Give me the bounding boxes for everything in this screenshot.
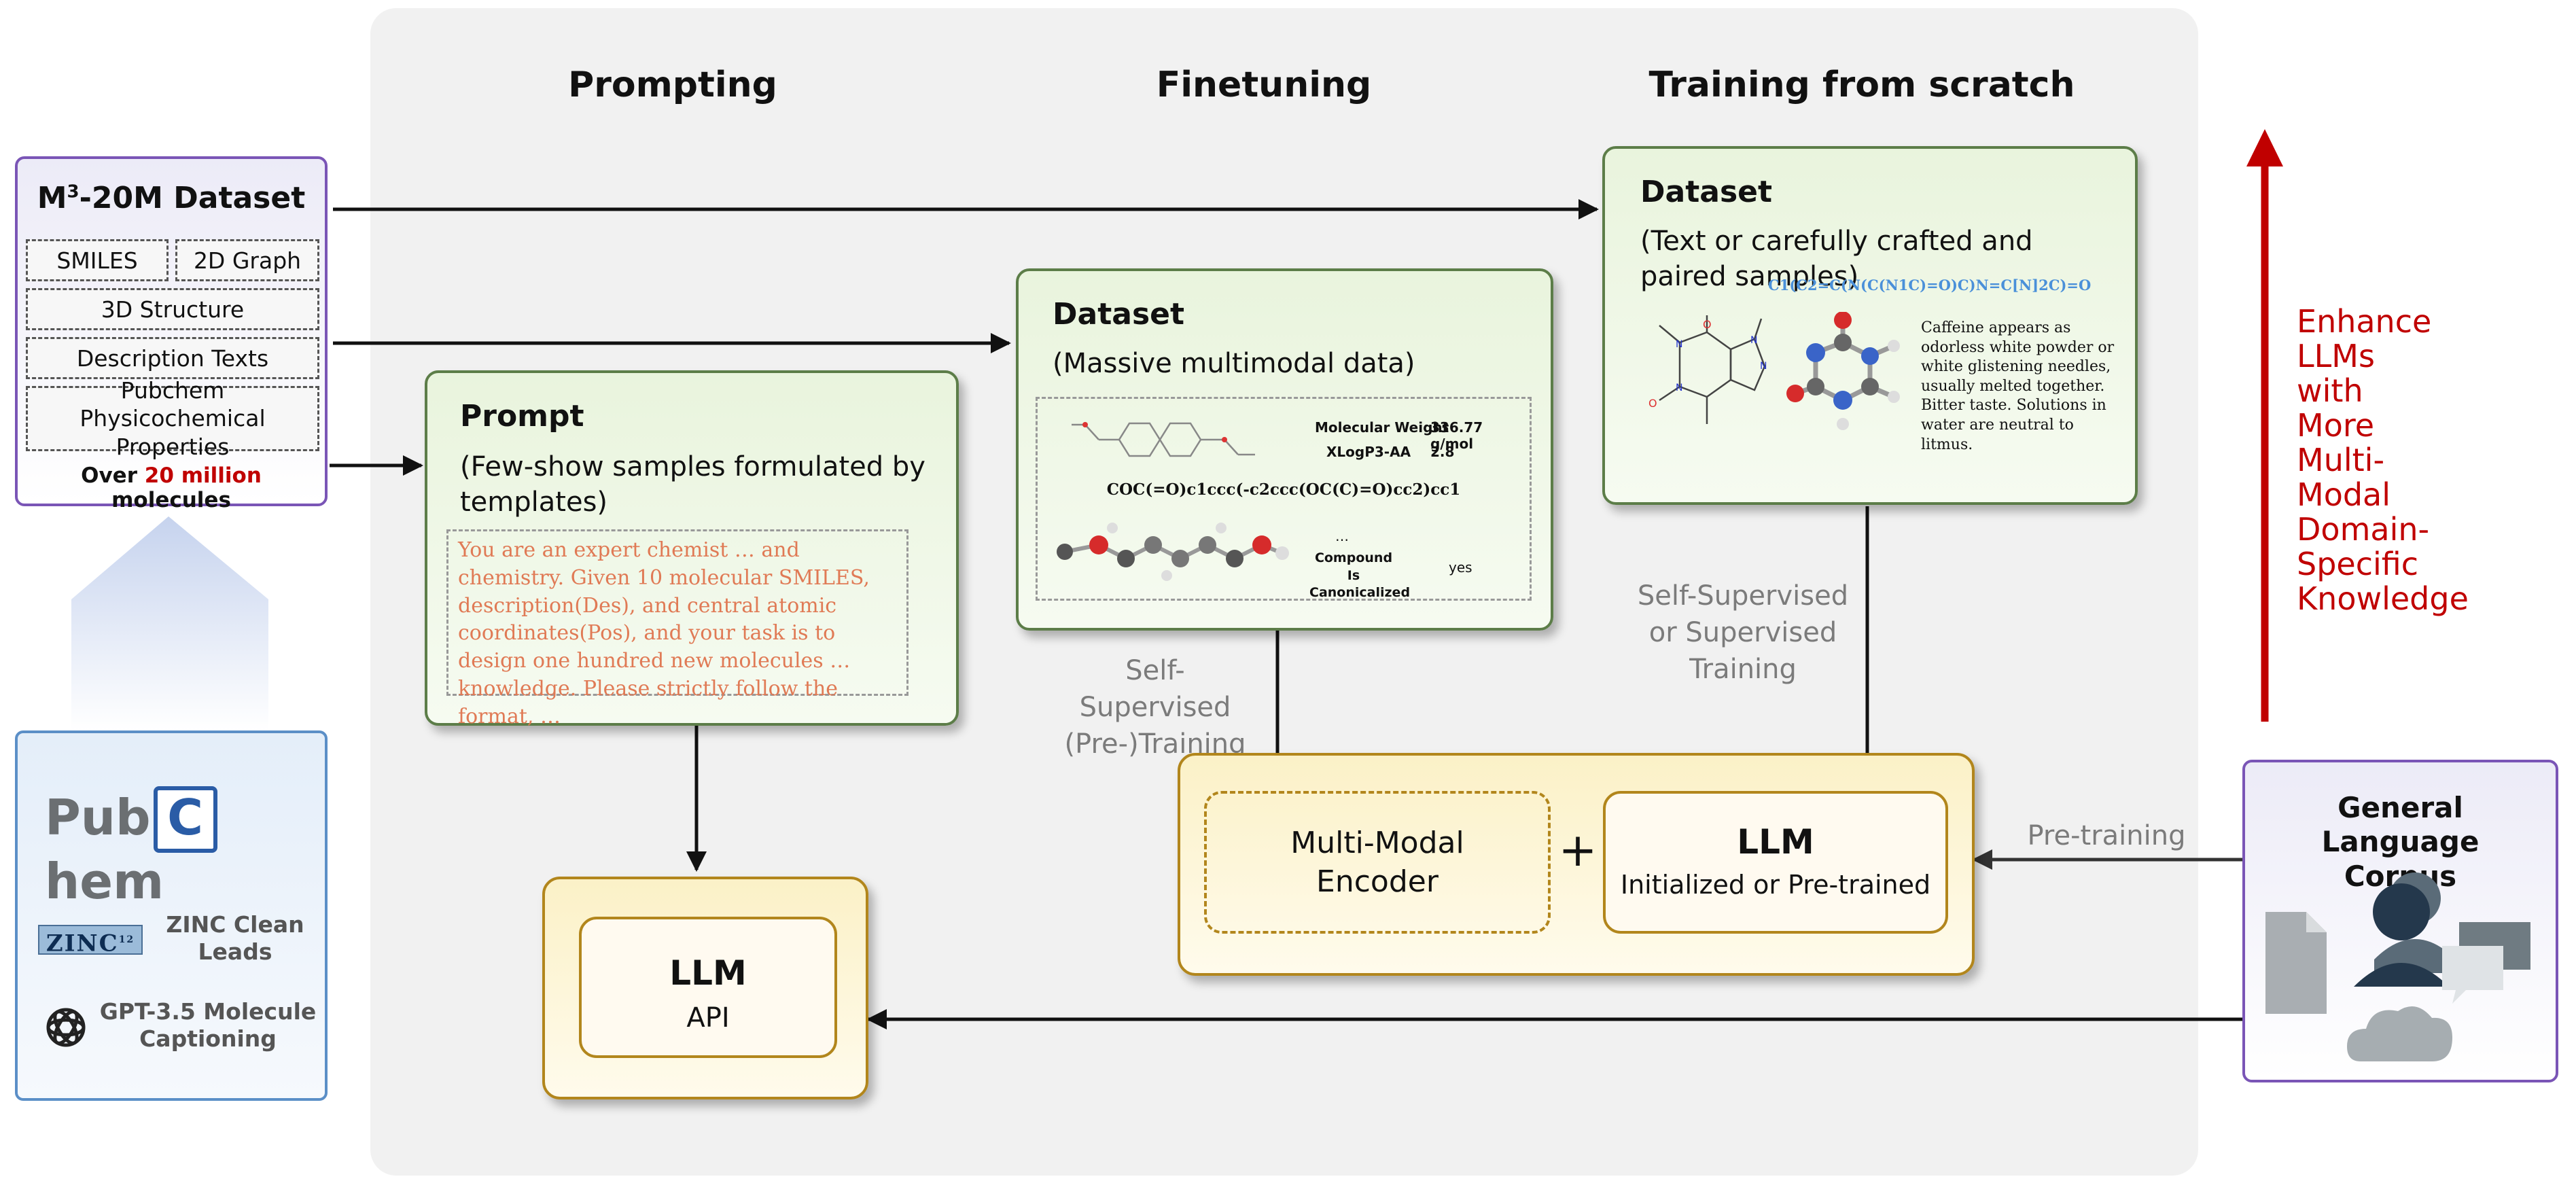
llm-initialized-box: LLM Initialized or Pre-trained bbox=[1603, 791, 1948, 934]
svg-text:N: N bbox=[1760, 361, 1767, 372]
m3-item-description-texts: Description Texts bbox=[26, 337, 319, 379]
svg-text:N: N bbox=[1676, 383, 1682, 393]
column-title-prompting: Prompting bbox=[568, 65, 777, 105]
openai-icon bbox=[46, 1008, 86, 1047]
person-icon bbox=[2373, 883, 2430, 940]
prompt-box: Prompt (Few-show samples formulated by t… bbox=[425, 370, 959, 728]
finetune-smiles-string: COC(=O)c1ccc(-c2ccc(OC(C)=O)cc2)cc1 bbox=[1106, 480, 1461, 499]
svg-text:N: N bbox=[1750, 335, 1757, 346]
cloud-icon bbox=[2347, 1006, 2452, 1061]
prop-value-xlogp3: 2.8 bbox=[1430, 444, 1455, 460]
multi-modal-encoder: Multi-Modal Encoder bbox=[1204, 791, 1551, 934]
prop-label-molecular-weight: Molecular Weight bbox=[1315, 419, 1449, 436]
encoder-llm-box: Multi-Modal Encoder + LLM Initialized or… bbox=[1178, 753, 1975, 976]
zinc-logo: ZINC12 bbox=[38, 925, 143, 957]
caffeine-description: Caffeine appears as odorless white powde… bbox=[1921, 319, 2115, 453]
caffeine-2d-structure: O O N N N N bbox=[1648, 315, 1767, 424]
finetune-ellipsis: … bbox=[1335, 528, 1349, 544]
m3-item-smiles: SMILES bbox=[26, 239, 169, 281]
prop-label-canonicalized: Compound Is Canonicalized bbox=[1309, 550, 1411, 601]
m3-dataset-title: M3-20M Dataset bbox=[37, 181, 306, 215]
svg-text:O: O bbox=[1703, 318, 1712, 331]
m3-dataset-footer: Over 20 million molecules bbox=[81, 463, 262, 512]
prompt-title: Prompt bbox=[460, 399, 584, 434]
label-pre-training: Pre-training bbox=[2027, 820, 2186, 851]
column-title-finetuning: Finetuning bbox=[1156, 65, 1372, 105]
prompt-subtitle: (Few-show samples formulated by template… bbox=[460, 451, 925, 518]
sources-to-dataset-arrow bbox=[71, 516, 268, 730]
zinc-label: ZINC Clean Leads bbox=[166, 911, 304, 966]
prop-label-xlogp3: XLogP3-AA bbox=[1326, 444, 1411, 460]
general-language-corpus-box: General Language Corpus bbox=[2242, 760, 2558, 1082]
column-title-training-from-scratch: Training from scratch bbox=[1648, 65, 2075, 105]
finetune-dataset-box: Dataset (Massive multimodal data) Molecu… bbox=[1016, 268, 1553, 631]
finetune-sample-area: Molecular Weight 336.77 g/mol XLogP3-AA … bbox=[1036, 397, 1532, 601]
llm-api-subtitle: API bbox=[686, 1002, 730, 1034]
document-icon bbox=[2265, 912, 2327, 1014]
speech-bubble-light-icon bbox=[2442, 946, 2503, 1004]
caffeine-3d-structure bbox=[1786, 312, 1900, 430]
svg-text:O: O bbox=[1648, 397, 1657, 410]
general-corpus-title: General Language Corpus bbox=[2321, 791, 2480, 893]
plus-sign: + bbox=[1558, 824, 1598, 877]
enhance-llms-text: Enhance LLMs with More Multi-Modal Domai… bbox=[2297, 303, 2469, 618]
llm-api-box: LLM API bbox=[542, 877, 868, 1099]
prop-value-molecular-weight: 336.77 g/mol bbox=[1430, 419, 1483, 452]
m3-dataset-box: M3-20M Dataset SMILES 2D Graph 3D Struct… bbox=[15, 156, 328, 512]
scratch-smiles-string: C1(C2=C(N(C(N1C)=O)C)N=C[N]2C)=O bbox=[1768, 277, 2092, 294]
gpt-label: GPT-3.5 Molecule Captioning bbox=[99, 998, 317, 1053]
molecule-3d-ball-stick bbox=[1057, 523, 1289, 581]
finetune-dataset-title: Dataset bbox=[1053, 297, 1185, 332]
llm-title: LLM bbox=[1737, 822, 1814, 862]
label-self-supervised-or-supervised-training: Self-Supervised or Supervised Training bbox=[1637, 580, 1849, 685]
red-enhance-arrowhead bbox=[2246, 129, 2283, 166]
m3-item-3d-structure: 3D Structure bbox=[26, 288, 319, 330]
prompt-template-text: You are an expert chemist … and chemistr… bbox=[446, 529, 908, 728]
scratch-dataset-title: Dataset bbox=[1640, 175, 1773, 209]
scratch-dataset-subtitle: (Text or carefully crafted and paired sa… bbox=[1640, 226, 2033, 292]
llm-subtitle: Initialized or Pre-trained bbox=[1620, 870, 1931, 900]
molecule-2d-structure bbox=[1072, 422, 1255, 457]
llm-api-inner: LLM API bbox=[579, 917, 837, 1058]
svg-text:N: N bbox=[1676, 339, 1682, 350]
corpus-icons bbox=[2265, 872, 2530, 1061]
finetune-dataset-subtitle: (Massive multimodal data) bbox=[1053, 348, 1415, 379]
m3-item-pubchem-properties: Pubchem Physicochemical Properties bbox=[26, 377, 319, 460]
m3-item-2d-graph: 2D Graph bbox=[175, 239, 319, 281]
label-self-supervised-pre-training: Self-Supervised (Pre-)Training bbox=[1064, 655, 1246, 760]
llm-api-title: LLM bbox=[669, 953, 747, 993]
prop-value-canonicalized: yes bbox=[1449, 559, 1472, 576]
scratch-dataset-box: Dataset (Text or carefully crafted and p… bbox=[1602, 146, 2138, 505]
